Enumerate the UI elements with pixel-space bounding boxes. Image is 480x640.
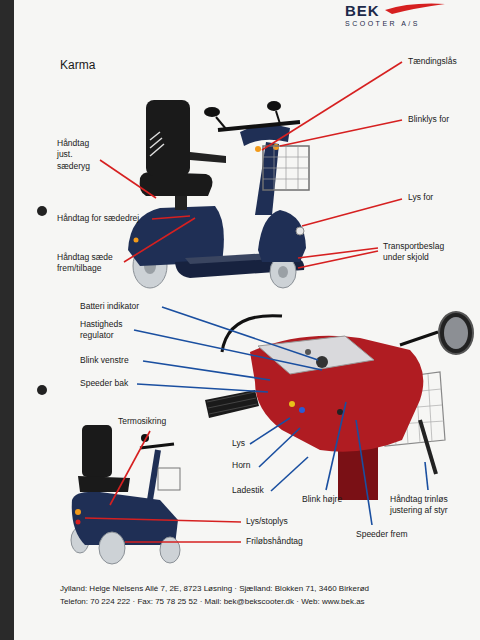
- logo-text: BEK: [345, 1, 380, 21]
- callout-label: Håndtag just. sæderyg: [57, 138, 97, 172]
- footer-text: Telefon: 70 224 222 · Fax: 75 78 25 52 ·…: [60, 597, 365, 608]
- footer-text: Jylland: Helge Nielsens Allé 7, 2E, 8723…: [60, 584, 369, 595]
- callout-label: Lys for: [408, 192, 433, 203]
- callout-label: Transportbeslag under skjold: [383, 241, 459, 264]
- scooter-picture: [128, 100, 309, 288]
- callout-label: Håndtag trinløs justering af styr: [390, 494, 472, 517]
- page-edge: [0, 0, 14, 640]
- logo-subtext: SCOOTER A/S: [345, 19, 420, 28]
- callout-label: Håndtag sæde frem/tilbage: [57, 252, 121, 275]
- scooter-rear-picture: [71, 425, 180, 564]
- callout-label: Speeder bak: [80, 378, 128, 389]
- logo-swoosh: [385, 4, 445, 14]
- binder-hole: [37, 206, 47, 216]
- callout-label: Batteri indikator: [80, 301, 139, 312]
- callout-label: Speeder frem: [356, 529, 408, 540]
- callout-label: Blinklys for: [408, 114, 449, 125]
- callout-label: Blink højre: [302, 494, 342, 505]
- callout-label: Tændingslås: [408, 56, 457, 67]
- callout-label: Lys/stoplys: [246, 516, 288, 527]
- handlebar-picture: [205, 312, 473, 500]
- callout-label: Blink venstre: [80, 355, 129, 366]
- callout-label: Horn: [232, 460, 250, 471]
- callout-label: Hastigheds regulator: [80, 319, 132, 342]
- callout-label: Ladestik: [232, 485, 264, 496]
- callout-label: Håndtag for sædedrej: [57, 213, 139, 224]
- callout-label: Friløbshåndtag: [246, 536, 303, 547]
- callout-label: Lys: [232, 438, 245, 449]
- callout-label: Termosikring: [118, 416, 166, 427]
- page-title: Karma: [60, 57, 95, 73]
- binder-hole: [37, 385, 47, 395]
